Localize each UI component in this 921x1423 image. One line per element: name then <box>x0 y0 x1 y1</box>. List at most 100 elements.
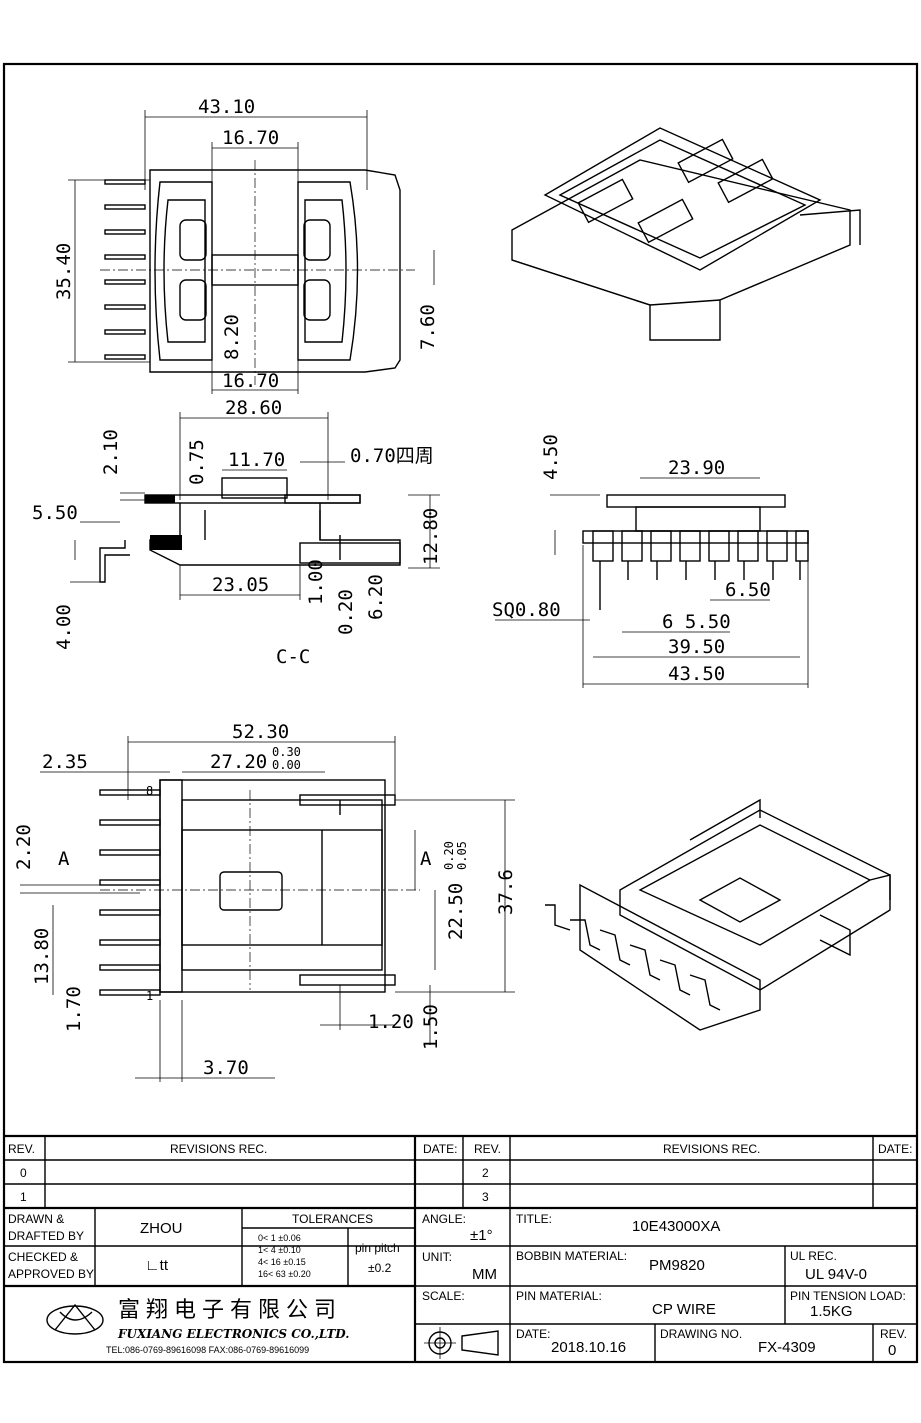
unit-value: MM <box>472 1266 497 1283</box>
dim-side-total: 43.50 <box>668 663 725 685</box>
date-header-left: DATE: <box>423 1142 457 1156</box>
pin-label-first: 1 <box>146 989 153 1003</box>
dim-bot-window: 27.20 <box>210 751 267 773</box>
dim-sec-window: 11.70 <box>228 449 285 471</box>
title-block: REV. REVISIONS REC. DATE: REV. REVISIONS… <box>4 1134 917 1362</box>
dim-sec-pin: 4.00 <box>53 604 75 650</box>
tolerance-row-2: 4< 16 ±0.15 <box>258 1257 306 1267</box>
bobbin-material-value: PM9820 <box>649 1257 705 1274</box>
rev-row-1: 1 <box>20 1190 27 1204</box>
scale-label: SCALE: <box>422 1289 465 1303</box>
iso-view-bottom <box>545 798 891 1031</box>
date-label: DATE: <box>516 1327 550 1341</box>
dim-sec-base: 23.05 <box>212 574 269 596</box>
rev-row-2: 2 <box>482 1166 489 1180</box>
bottom-view-pins <box>99 789 161 996</box>
dim-bot-window-tol-dn: 0.00 <box>272 758 301 772</box>
dim-side-top: 23.90 <box>668 457 725 479</box>
ul-rec-value: UL 94V-0 <box>805 1266 867 1283</box>
section-view: 28.60 2.10 0.75 11.70 0.70四周 5.50 12.80 … <box>32 397 442 668</box>
tolerance-row-3: 16< 63 ±0.20 <box>258 1269 311 1279</box>
rev-row-3: 3 <box>482 1190 489 1204</box>
title-value: 10E43000XA <box>632 1218 720 1235</box>
bottom-view: 52.30 2.35 27.20 0.30 0.00 2.20 A A 13.8… <box>13 721 517 1082</box>
rev-header-right: REV. <box>474 1142 501 1156</box>
pin-label-last: 8 <box>146 784 153 798</box>
dim-sec-b: 0.20 <box>335 589 357 635</box>
dim-sec-note: 0.70四周 <box>350 445 434 467</box>
dim-bot-pinrow: 13.80 <box>31 928 53 985</box>
dim-bot-inner: 22.50 <box>445 883 467 940</box>
checked-label-2: APPROVED BY <box>8 1267 94 1281</box>
tolerance-row-1: 1< 4 ±0.10 <box>258 1245 301 1255</box>
rev-row-0: 0 <box>20 1166 27 1180</box>
dim-side-pinsq: SQ0.80 <box>492 599 561 621</box>
dim-side-pitch1: 6.50 <box>725 579 771 601</box>
drawing-no-label: DRAWING NO. <box>660 1327 742 1341</box>
dim-bot-inner-tol-dn: 0.05 <box>455 841 469 870</box>
tolerances-label: TOLERANCES <box>292 1212 373 1226</box>
dim-bot-inner-tol-up: 0.20 <box>442 841 456 870</box>
dim-sec-width: 28.60 <box>225 397 282 419</box>
date-value: 2018.10.16 <box>551 1339 626 1356</box>
tolerance-row-0: 0< 1 ±0.06 <box>258 1233 301 1243</box>
dim-sec-c: 6.20 <box>365 574 387 620</box>
dim-sec-flange: 2.10 <box>100 429 122 475</box>
dim-top-slot: 7.60 <box>417 304 439 350</box>
bobbin-material-label: BOBBIN MATERIAL: <box>516 1249 627 1263</box>
dim-sec-step: 5.50 <box>32 502 78 524</box>
pin-tension-value: 1.5KG <box>810 1303 853 1320</box>
revisions-header-right: REVISIONS REC. <box>663 1142 760 1156</box>
angle-value: ±1° <box>470 1227 493 1244</box>
drawing-no-value: FX-4309 <box>758 1339 816 1356</box>
dim-bot-pingap: 1.70 <box>63 986 85 1032</box>
dim-top-width: 43.10 <box>198 96 255 118</box>
pin-pitch-label: pin pitch <box>355 1241 400 1255</box>
projection-symbol-icon <box>424 1327 499 1359</box>
dim-side-span: 39.50 <box>668 636 725 658</box>
company-contact: TEL:086-0769-89616098 FAX:086-0769-89616… <box>106 1345 309 1355</box>
dim-bot-flange: 3.70 <box>203 1057 249 1079</box>
pin-tension-label: PIN TENSION LOAD: <box>790 1289 906 1303</box>
dim-bot-left: 2.35 <box>42 751 88 773</box>
section-mark-right: A <box>420 848 432 870</box>
drawn-by-value: ZHOU <box>140 1220 183 1237</box>
rev-value: 0 <box>888 1342 896 1359</box>
dim-side-pitch2: 6 5.50 <box>662 611 731 633</box>
checked-value: ∟tt <box>145 1257 169 1274</box>
company-en: FUXIANG ELECTRONICS CO.,LTD. <box>117 1327 349 1341</box>
company-logo <box>46 1303 104 1335</box>
checked-label-1: CHECKED & <box>8 1250 78 1264</box>
dim-bot-width: 52.30 <box>232 721 289 743</box>
rev-header-left: REV. <box>8 1142 35 1156</box>
title-label: TITLE: <box>516 1212 552 1226</box>
section-mark-left: A <box>58 848 70 870</box>
dim-top-inner-bottom: 16.70 <box>222 370 279 392</box>
iso-view-top <box>511 127 861 341</box>
dim-bot-pinoff: 2.20 <box>13 824 35 870</box>
company-cn: 富翔电子有限公司 <box>118 1298 342 1323</box>
dim-sec-a: 1.00 <box>305 559 327 605</box>
date-header-right: DATE: <box>878 1142 912 1156</box>
dim-side-height: 4.50 <box>540 434 562 480</box>
ul-rec-label: UL REC. <box>790 1249 837 1263</box>
dim-sec-wall: 0.75 <box>186 439 208 485</box>
top-view-pins <box>104 179 146 360</box>
revisions-header-left: REVISIONS REC. <box>170 1142 267 1156</box>
dim-bot-window-tol-up: 0.30 <box>272 745 301 759</box>
dim-sec-height: 12.80 <box>420 508 442 565</box>
dim-top-inner-top: 16.70 <box>222 127 279 149</box>
angle-label: ANGLE: <box>422 1212 466 1226</box>
top-view: 43.10 16.70 35.40 7.60 8.20 16.70 <box>53 96 439 394</box>
pin-material-label: PIN MATERIAL: <box>516 1289 602 1303</box>
drawn-by-label-2: DRAFTED BY <box>8 1229 84 1243</box>
sec-label: C-C <box>276 646 310 668</box>
sheet-border <box>2 62 919 1364</box>
unit-label: UNIT: <box>422 1250 452 1264</box>
dim-bot-total: 37.6 <box>495 869 517 915</box>
drawn-by-label-1: DRAWN & <box>8 1212 64 1226</box>
side-view: 4.50 23.90 6.50 SQ0.80 <box>492 434 809 688</box>
dim-bot-edge: 1.50 <box>420 1004 442 1050</box>
pin-material-value: CP WIRE <box>652 1301 716 1318</box>
